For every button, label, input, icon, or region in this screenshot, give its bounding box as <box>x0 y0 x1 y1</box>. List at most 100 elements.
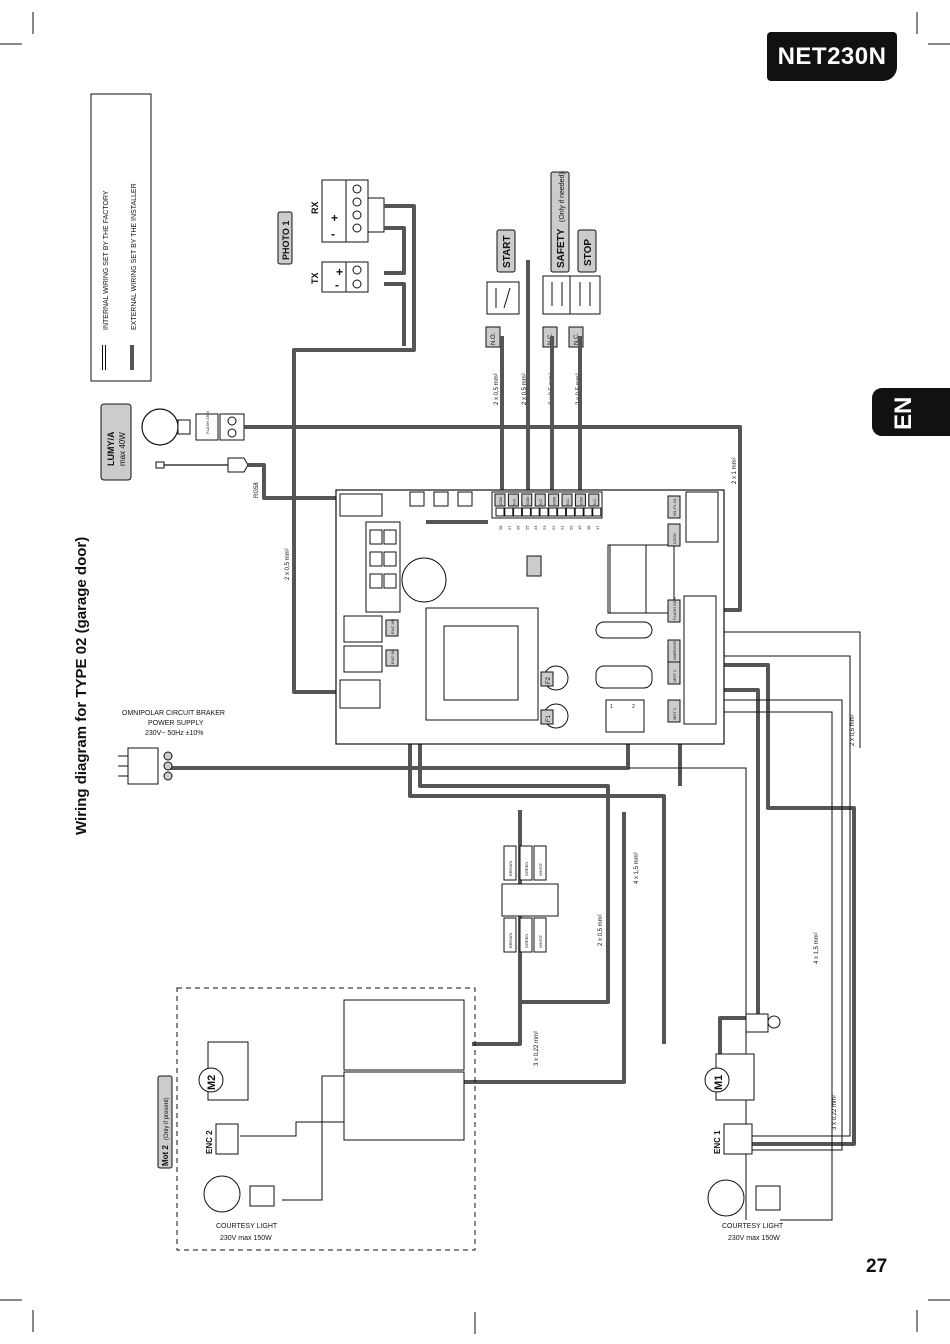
colour-tag-top-text-brown: BROWN <box>508 861 513 876</box>
right-tag-5 <box>667 699 681 723</box>
terminal-tag-text-6: COM <box>579 497 583 505</box>
terminal-screw-27 <box>504 507 514 517</box>
cable-main: 4 x 1,5 mm² <box>634 852 640 884</box>
terminal-screw-23 <box>539 507 549 517</box>
terminal-number-25: 25 <box>524 525 529 530</box>
power-line1: OMNIPOLAR CIRCUIT BRAKER <box>122 710 225 717</box>
page-number: 27 <box>866 1256 888 1277</box>
right-tag-4 <box>667 661 681 685</box>
terminal-tag-2 <box>521 493 533 507</box>
colour-tag-top-brown <box>503 845 517 881</box>
input-stop: STOP N.C. <box>568 229 601 348</box>
m2-light-rating: 230V max 150W <box>220 1235 272 1242</box>
stop-contact: N.C. <box>574 333 580 345</box>
terminal-tag-text-7: N.C. <box>593 498 597 505</box>
terminal-number-19: 19 <box>577 525 582 530</box>
board-enc-tags: ENC M2 ENC M1 F2 F1 1 2 <box>385 618 635 725</box>
terminal-screw-26 <box>513 507 523 517</box>
cable-enc2: 3 x 0,22 mm² <box>534 1031 540 1066</box>
mot2-note: (Only if present) <box>164 1097 170 1140</box>
lumy-label: LUMY/A <box>106 431 116 466</box>
colour-tag-top-text-white: WHITE <box>538 863 543 876</box>
terminal-tag-6 <box>574 493 586 507</box>
terminal-number-18: 18 <box>586 525 591 530</box>
colour-tag-bottom-white <box>533 917 547 953</box>
lumy-lamp: LUMY/A max 40W FLASH 230V <box>100 403 245 481</box>
terminal-tag-text-3: N.C. <box>539 498 543 505</box>
enc1-label: ENC 1 <box>713 1130 722 1154</box>
power-line3: 230V~ 50Hz ±10% <box>145 730 204 737</box>
start-label: START <box>502 235 513 268</box>
terminal-screw-24 <box>530 507 540 517</box>
antenna: RG58 <box>155 457 260 498</box>
terminal-tag-5 <box>561 493 573 507</box>
right-tag-text-4: MOT 2 <box>672 669 677 682</box>
junction-box <box>501 883 559 917</box>
tx-plus: + <box>336 265 343 279</box>
right-tag-1 <box>667 523 681 547</box>
legend-external: EXTERNAL WIRING SET BY THE INSTALLER <box>131 183 138 330</box>
photo-tx: TX <box>310 272 320 284</box>
terminal-number-21: 21 <box>560 525 565 530</box>
right-tag-text-5: MOT 1 <box>672 707 677 720</box>
terminal-tag-text-2: COM <box>526 497 530 505</box>
terminal-screw-19 <box>574 507 584 517</box>
terminal-tag-text-1: N.O. <box>512 498 516 505</box>
terminal-number-24: 24 <box>533 525 538 530</box>
cable-enc-main: 2 x 0,5 mm² <box>598 914 604 946</box>
terminal-tag-text-4: COM <box>553 497 557 505</box>
colour-tag-top-text-green: GREEN <box>524 862 529 876</box>
stop-label: STOP <box>583 239 594 266</box>
terminal-tag-3 <box>534 493 546 507</box>
photo-label: PHOTO 1 <box>281 221 291 260</box>
colour-tag-top-green <box>519 845 533 881</box>
cable-right: 2 x 0,5 mm² <box>850 714 856 746</box>
photo-1: PHOTO 1 RX TX + - + - <box>277 179 385 293</box>
legend-box: INTERNAL WIRING SET BY THE FACTORY EXTER… <box>90 93 152 382</box>
diagram-title: Wiring diagram for TYPE 02 (garage door) <box>73 537 90 835</box>
terminal-number-20: 20 <box>568 525 573 530</box>
m1-label: M1 <box>713 1075 725 1090</box>
terminal-screw-25 <box>521 507 531 517</box>
safety-label: SAFETY <box>556 228 567 268</box>
terminal-tag-0 <box>494 493 506 507</box>
power-num-2: 2 <box>632 704 635 710</box>
model-name: NET230N <box>777 43 887 70</box>
right-tag-text-2: FLASH 230V <box>672 596 677 620</box>
antenna-cable: RG58 <box>254 482 260 498</box>
terminal-screw-17 <box>592 507 602 517</box>
right-tag-text-1: LOCK <box>672 533 677 544</box>
rx-plus: + <box>331 211 338 225</box>
lumy-rating: max 40W <box>118 432 127 466</box>
fuse-f1: F1 <box>546 714 552 722</box>
motor-2-area: Mot 2 (Only if present) M2 ENC 2 COURTES… <box>157 987 476 1251</box>
input-safety: SAFETY (Only if needed) N.C. <box>542 171 574 348</box>
m1-light-rating: 230V max 150W <box>728 1235 780 1242</box>
right-tag-text-3: WARNING <box>672 641 677 660</box>
safety-note: (Only if needed) <box>559 172 566 222</box>
mot2-title: Mot 2 <box>161 1145 170 1166</box>
terminal-number-17: 17 <box>595 525 600 530</box>
crop-marks <box>0 12 950 1334</box>
cable-extra: 2 x 0,5 mm² <box>522 373 528 405</box>
colour-tag-bottom-text-white: WHITE <box>538 935 543 948</box>
colour-tag-bottom-text-green: GREEN <box>524 934 529 948</box>
m2-light: COURTESY LIGHT <box>216 1223 278 1230</box>
right-tag-0 <box>667 495 681 519</box>
tx-minus: - <box>335 278 339 292</box>
model-badge: NET230N <box>767 32 897 81</box>
power-num-1: 1 <box>610 704 613 710</box>
m1-light: COURTESY LIGHT <box>722 1223 784 1230</box>
right-tag-text-0: WL.FL.24 <box>672 498 677 516</box>
terminal-number-22: 22 <box>551 525 556 530</box>
enc2-label: ENC 2 <box>205 1130 214 1154</box>
terminal-tag-4 <box>548 493 560 507</box>
colour-tag-bottom-green <box>519 917 533 953</box>
terminal-number-27: 27 <box>507 525 512 530</box>
rx-minus: - <box>331 227 335 241</box>
terminal-screw-28 <box>495 507 505 517</box>
enc-m1-tag: ENC M1 <box>390 648 395 664</box>
